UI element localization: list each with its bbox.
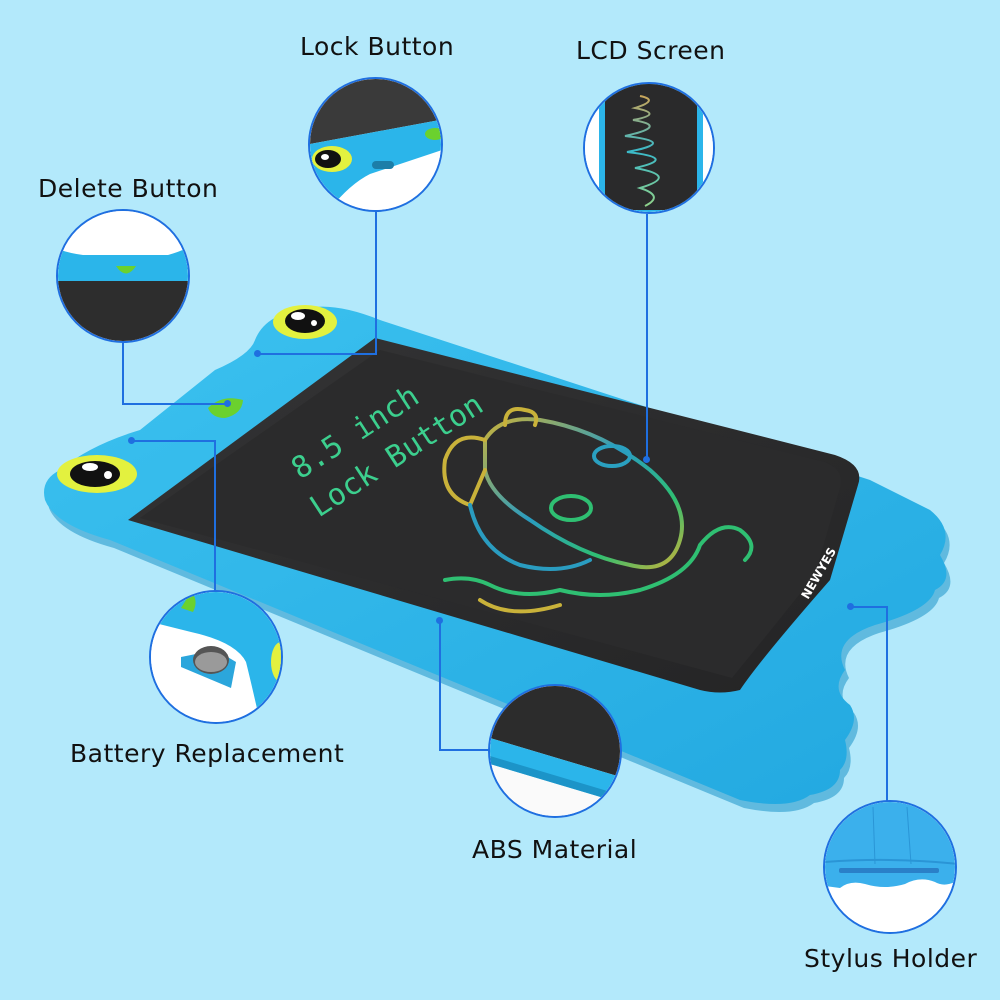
callout-label-lcd-screen: LCD Screen [576,36,726,65]
leader-dot-abs [436,617,443,624]
callout-label-battery-replacement: Battery Replacement [70,739,345,768]
leader-line-battery-h [131,440,216,442]
callout-label-lock-button: Lock Button [300,32,455,61]
lcd-squiggle-closeup [585,84,713,212]
leader-line-delete-button-h [122,403,228,405]
callout-zoom-battery-replacement [149,590,283,724]
battery-compartment-closeup [151,592,281,722]
callout-zoom-lock-button [308,77,443,212]
leader-line-stylus-h [850,606,888,608]
callout-zoom-stylus-holder [823,800,957,934]
callout-label-stylus-holder: Stylus Holder [804,944,978,973]
leader-line-battery [214,440,216,592]
cow-drawing [442,407,754,614]
leader-dot-battery [128,437,135,444]
leader-line-abs-h [439,749,491,751]
frog-eye-top [273,305,337,339]
lock-switch-closeup [310,79,441,210]
stylus-holder-closeup [825,802,955,932]
frog-eye-bottom [57,455,137,493]
callout-zoom-abs-material [488,684,622,818]
abs-edge-closeup [490,686,620,816]
leader-line-lock-button-h [257,353,377,355]
leader-dot-lcd-screen [643,456,650,463]
callout-zoom-lcd-screen [583,82,715,214]
callout-label-delete-button: Delete Button [38,174,219,203]
leader-line-lock-button [375,212,377,354]
leader-line-lcd-screen [646,214,648,459]
leader-dot-lock-button [254,350,261,357]
callout-zoom-delete-button [56,209,190,343]
leader-line-stylus [886,606,888,802]
callout-label-abs-material: ABS Material [472,835,638,864]
delete-button-closeup [58,211,188,341]
leader-line-delete-button [122,343,124,404]
leader-line-abs [439,620,441,750]
leader-dot-delete-button [224,400,231,407]
